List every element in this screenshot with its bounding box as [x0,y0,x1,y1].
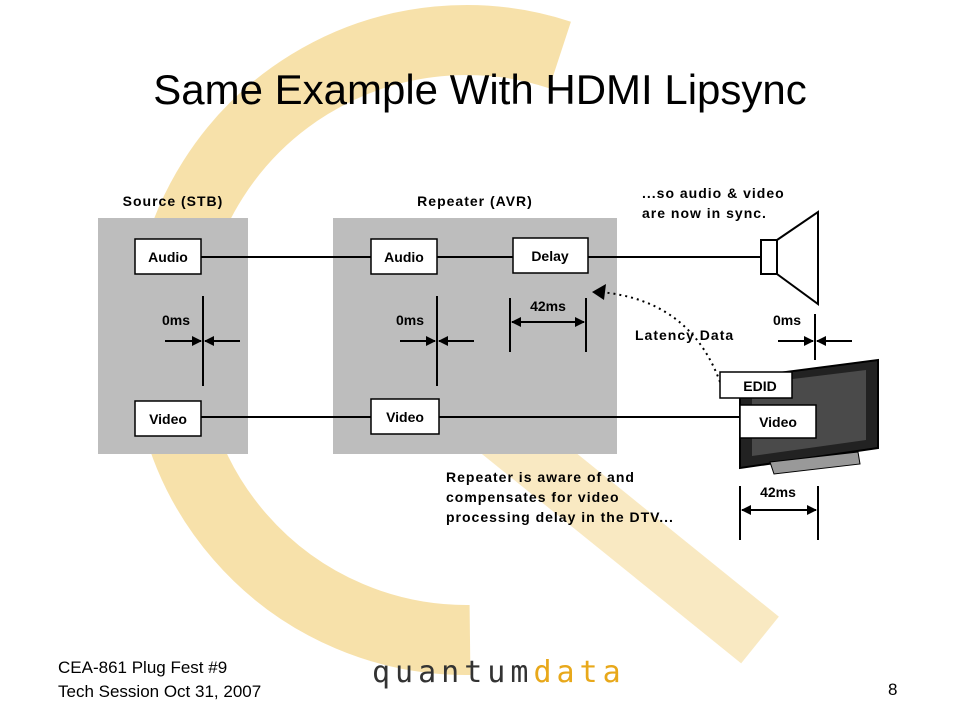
footer-text: CEA-861 Plug Fest #9 Tech Session Oct 31… [58,656,261,704]
tv-delay-text: 42ms [760,484,796,500]
note-line3: processing delay in the DTV... [446,509,674,525]
edid-label: EDID [743,378,776,394]
slide-title: Same Example With HDMI Lipsync [153,66,807,113]
tv-video-box [739,404,817,439]
repeater-label: Repeater (AVR) [417,193,533,209]
repeater-audio-label: Audio [384,249,424,265]
tv-video-label: Video [759,414,797,430]
sync-note-line2: are now in sync. [642,205,767,221]
source-video-box [134,400,202,437]
repeater-audio-box [370,238,438,275]
edid-box [719,371,793,399]
footer-line2: Tech Session Oct 31, 2007 [58,682,262,701]
source-video-label: Video [149,411,187,427]
speaker-icon [760,210,819,306]
delay-label: Delay [531,248,569,264]
note-line2: compensates for video [446,489,620,505]
source-label: Source (STB) [123,193,224,209]
latency-label: Latency Data [635,327,734,343]
source-audio-box [134,238,202,275]
repeater-zero-text: 0ms [396,312,424,328]
quantumdata-logo: quantumdata [372,655,626,690]
delay-box [512,237,589,274]
repeater-delay-text: 42ms [530,298,566,314]
source-delay-text: 0ms [162,312,190,328]
note-line1: Repeater is aware of and [446,469,635,485]
logo-part1: quantum [372,655,534,690]
page-number: 8 [888,680,898,699]
repeater-video-box [370,398,440,435]
source-audio-label: Audio [148,249,188,265]
footer-line1: CEA-861 Plug Fest #9 [58,658,228,677]
sync-note-line1: ...so audio & video [642,185,785,201]
speaker-delay-text: 0ms [773,312,801,328]
latency-arrow [599,291,721,383]
repeater-video-label: Video [386,409,424,425]
logo-part2: data [533,655,626,690]
